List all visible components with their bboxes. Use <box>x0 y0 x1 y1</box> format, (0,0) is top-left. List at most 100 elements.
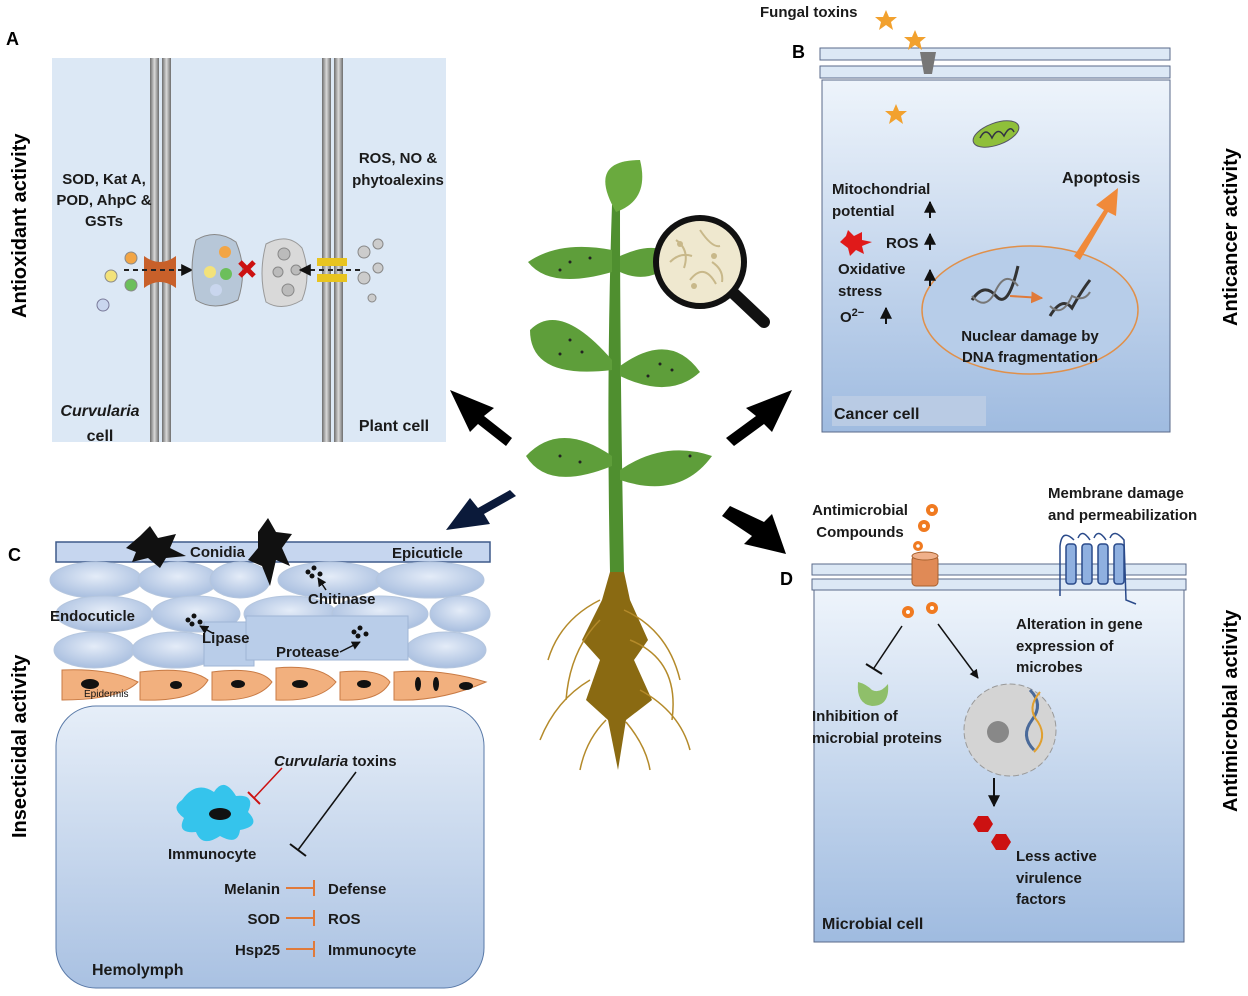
dna-icon <box>1031 691 1044 753</box>
mito-label: Mitochondrial <box>832 181 930 198</box>
black-inhibit-cap <box>289 843 307 857</box>
conidia-label: Conidia <box>190 544 246 561</box>
black-inhibit-line <box>297 771 357 851</box>
enzyme-arrow <box>317 577 327 591</box>
molecule-dot <box>219 246 231 258</box>
molecule-dot <box>277 247 291 261</box>
cancer-cell-label: Cancer cell <box>834 406 919 423</box>
molecule-dot <box>96 298 110 312</box>
epidermis-label: Epidermis <box>84 689 128 700</box>
virulence-label: Less active <box>1016 848 1097 865</box>
oxidative-label: stress <box>838 283 882 300</box>
receptor-icon <box>1065 543 1125 585</box>
cancer-cell-label-bg <box>832 396 986 426</box>
enzyme-label: POD, AhpC & <box>56 192 151 209</box>
red-inhibit-cap <box>247 791 261 805</box>
molecule-dot <box>372 238 384 250</box>
microbial-cell-label: Microbial cell <box>822 916 923 933</box>
pair-right-label: ROS <box>328 911 361 928</box>
protease-box <box>245 615 409 661</box>
stem <box>608 205 624 572</box>
immunocyte-label: Immunocyte <box>168 846 256 863</box>
dna-icon <box>1048 279 1092 317</box>
vesicle-icon <box>261 238 308 307</box>
microbe-nucleus <box>987 721 1009 743</box>
nuclear-label: Nuclear damage by <box>961 328 1099 345</box>
pair-right-label: Defense <box>328 881 386 898</box>
apoptosis-label: Apoptosis <box>1062 170 1140 187</box>
panel-d-side-title: Antimicrobial activity <box>1220 609 1242 812</box>
dna-icon <box>971 278 1019 304</box>
immunocyte-nucleus <box>209 808 231 820</box>
channel-icon <box>317 274 347 282</box>
hemolymph-label: Hemolymph <box>92 962 184 979</box>
panel-c-side-title: Insecticidal activity <box>9 654 31 838</box>
alteration-label: expression of <box>1016 638 1115 655</box>
virulence-factor-icon <box>973 816 993 832</box>
membrane-bar <box>819 65 1171 79</box>
block-x-icon <box>238 260 256 278</box>
endocuticle-label: Endocuticle <box>50 608 135 625</box>
membrane-bar <box>819 47 1171 61</box>
dna-icon <box>1049 291 1091 312</box>
nuclear-label: DNA fragmentation <box>962 349 1098 366</box>
molecule-dot <box>124 251 138 265</box>
conidia-burst-icon <box>126 526 186 568</box>
leaf <box>620 450 712 487</box>
membrane-bar <box>811 563 1187 576</box>
receptor-icon <box>1059 532 1137 605</box>
enzyme-label: SOD, Kat A, <box>62 171 146 188</box>
leaf <box>530 320 612 372</box>
membrane-pole <box>150 58 159 442</box>
ros-label: ROS <box>886 235 919 252</box>
virulence-factor-icon <box>991 834 1011 850</box>
epidermis-layer <box>61 666 488 701</box>
membrane-pole <box>162 58 171 442</box>
molecule-dot <box>272 266 284 278</box>
leaf <box>526 438 612 477</box>
panel-a: A Antioxidant activity SOD, Kat A, POD, … <box>6 29 446 445</box>
chitinase-label: Chitinase <box>308 591 376 608</box>
curvularia-label: Curvularia <box>60 403 139 420</box>
arrow-to-panel-b <box>726 390 792 446</box>
cell-label: cell <box>87 428 114 445</box>
pair-left-label: SOD <box>247 911 280 928</box>
molecule-dot <box>372 262 384 274</box>
alteration-label: microbes <box>1016 659 1083 676</box>
molecule-dot <box>290 264 302 276</box>
plant <box>526 160 770 771</box>
molecule-dot <box>104 269 118 283</box>
damage-arrow <box>1009 291 1044 304</box>
inhibit-line <box>873 625 903 669</box>
channel-cylinder-icon <box>911 551 939 561</box>
plant-cell-label: Plant cell <box>359 418 429 435</box>
panel-a-letter: A <box>6 29 19 49</box>
action-arrow <box>937 623 979 679</box>
inhibit-cap <box>865 663 883 675</box>
molecule-dot <box>204 266 216 278</box>
membrane-label: Membrane damage <box>1048 485 1184 502</box>
membrane-bar <box>811 578 1187 591</box>
toxins-label: Curvularia toxins <box>274 753 397 770</box>
membrane-pole <box>334 58 343 442</box>
panel-a-side-title: Antioxidant activity <box>9 133 31 318</box>
pair-left-label: Melanin <box>224 881 280 898</box>
apoptosis-arrow <box>1074 188 1118 260</box>
alteration-label: Alteration in gene <box>1016 616 1143 633</box>
molecule-dot <box>357 271 371 285</box>
gear-hole <box>906 508 934 614</box>
membrane-pole <box>322 58 331 442</box>
panel-b: B Anticancer activity Fungal toxins Mito… <box>760 4 1242 433</box>
ros-burst-icon <box>840 230 872 256</box>
enzyme-particles-icon <box>185 565 369 639</box>
o2-label: O2− <box>840 307 864 326</box>
enzyme-arrow <box>339 641 361 653</box>
antimicrobial-label: Compounds <box>816 524 904 541</box>
leaf <box>605 160 643 212</box>
molecule-dot <box>124 278 138 292</box>
inhibition-label: Inhibition of <box>812 708 899 725</box>
fungal-toxins-label: Fungal toxins <box>760 4 858 21</box>
molecule-dot <box>281 283 295 297</box>
star-toxin-icon <box>904 30 926 50</box>
